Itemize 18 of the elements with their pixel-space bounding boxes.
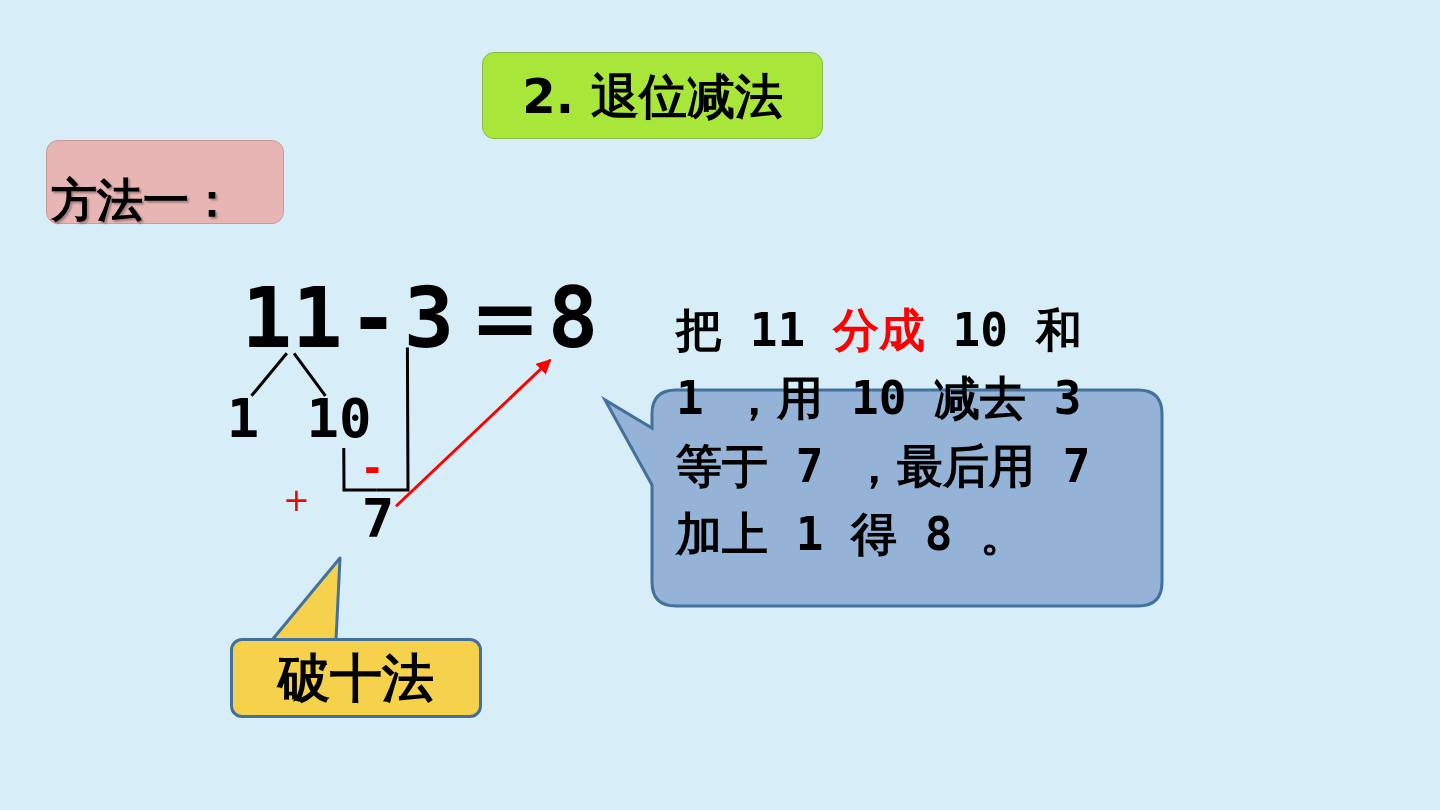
connector-line bbox=[342, 448, 377, 492]
math-symbol: - bbox=[356, 276, 391, 360]
title-banner: 2. 退位减法 bbox=[482, 52, 823, 139]
math-symbol: - bbox=[364, 449, 381, 487]
number-text: 11 bbox=[240, 276, 344, 360]
explanation-text: 把 11 分成 10 和 1 ，用 10 减去 3 等于 7 ，最后用 7 加上 1 得 8 。 bbox=[676, 296, 1126, 706]
connector-line bbox=[250, 352, 288, 397]
arrow bbox=[394, 358, 552, 508]
number-text: 10 bbox=[305, 390, 373, 448]
connector-line bbox=[292, 352, 327, 397]
number-text: 7 bbox=[360, 490, 396, 548]
number-text: 3 bbox=[402, 276, 456, 360]
heading-tag: 方法一： bbox=[46, 140, 284, 224]
math-symbol: = bbox=[470, 276, 541, 360]
number-text: 8 bbox=[546, 276, 600, 360]
connector-line bbox=[376, 347, 410, 492]
math-symbol: + bbox=[283, 484, 310, 516]
number-text: 1 bbox=[226, 390, 260, 448]
